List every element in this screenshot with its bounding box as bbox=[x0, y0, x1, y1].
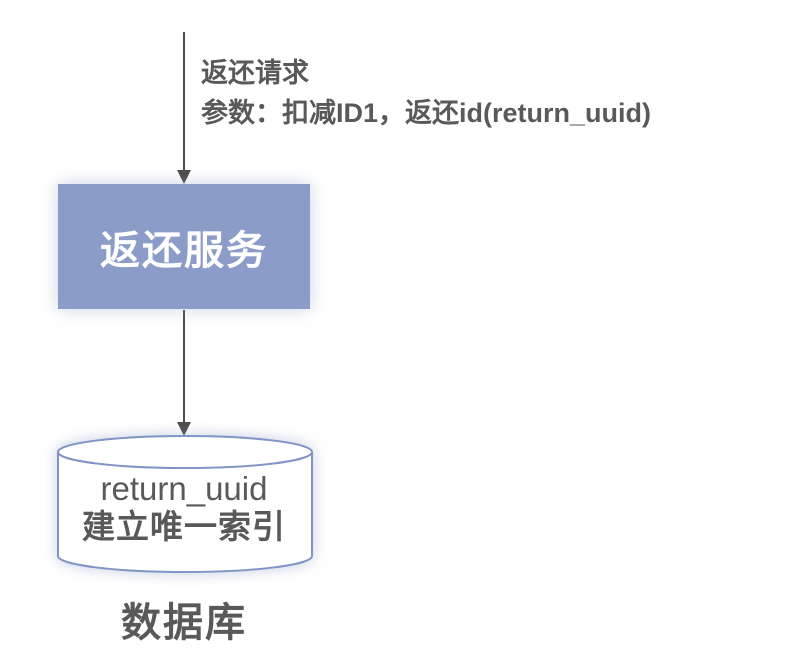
database-cylinder-top bbox=[57, 435, 313, 469]
request-arrow-head-icon bbox=[177, 170, 191, 184]
service-box: 返还服务 bbox=[58, 184, 310, 309]
service-box-label: 返还服务 bbox=[100, 228, 268, 273]
database-cylinder bbox=[57, 435, 313, 573]
service-to-db-arrow bbox=[177, 310, 191, 436]
request-label-line1: 返还请求 bbox=[201, 58, 309, 88]
database-cylinder-body bbox=[57, 451, 313, 573]
request-label: 返还请求 参数：扣减ID1，返还id(return_uuid) bbox=[201, 53, 651, 133]
request-arrow bbox=[177, 32, 191, 184]
request-label-line2: 参数：扣减ID1，返还id(return_uuid) bbox=[201, 98, 651, 128]
service-to-db-arrow-head-icon bbox=[177, 422, 191, 436]
database-caption: 数据库 bbox=[121, 601, 247, 645]
